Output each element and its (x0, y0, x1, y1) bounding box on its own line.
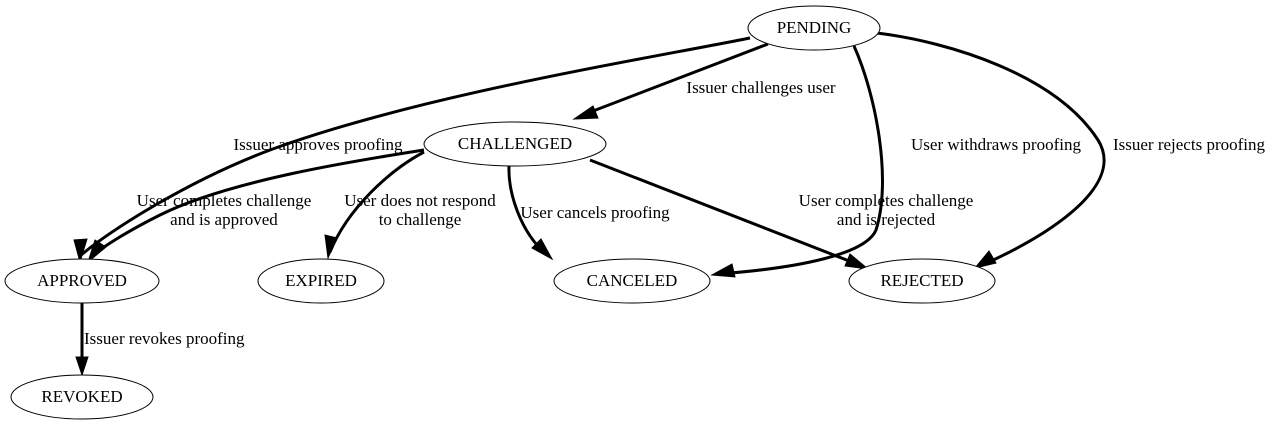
edges-layer: Issuer approves proofing Issuer challenge… (73, 31, 1266, 377)
edge-label-line: and is rejected (837, 210, 936, 229)
node-ellipse-challenged[interactable] (423, 121, 607, 167)
node-revoked[interactable]: REVOKED (10, 374, 154, 420)
edge-label-approved-revoked: Issuer revokes proofing (84, 329, 245, 348)
edge-arrowhead-pending-canceled (710, 263, 736, 278)
node-canceled[interactable]: CANCELED (553, 258, 711, 304)
edge-label-challenged-canceled: User cancels proofing (520, 203, 670, 222)
edge-arrowhead-challenged-rejected (844, 253, 870, 270)
edge-arrowhead-pending-challenged (572, 105, 599, 120)
edge-label-line: User completes challenge (137, 191, 312, 210)
node-ellipse-pending[interactable] (747, 5, 881, 51)
node-pending[interactable]: PENDING (747, 5, 881, 51)
node-label-canceled: CANCELED (587, 271, 678, 290)
edge-label-line: to challenge (379, 210, 462, 229)
edge-label-pending-rejected: Issuer rejects proofing (1113, 135, 1266, 154)
edge-label-pending-canceled: User withdraws proofing (911, 135, 1081, 154)
node-label-rejected: REJECTED (880, 271, 963, 290)
edge-pending-challenged: Issuer challenges user (572, 42, 836, 120)
edge-arrowhead-challenged-expired (324, 234, 338, 260)
node-rejected[interactable]: REJECTED (848, 258, 996, 304)
edge-label-line: Issuer revokes proofing (84, 329, 245, 348)
node-ellipse-rejected[interactable] (848, 258, 996, 304)
edge-label-line: Issuer challenges user (686, 78, 836, 97)
edge-label-pending-challenged: Issuer challenges user (686, 78, 836, 97)
edge-label-line: Issuer approves proofing (233, 135, 403, 154)
node-label-expired: EXPIRED (285, 271, 357, 290)
node-approved[interactable]: APPROVED (4, 258, 160, 304)
edge-pending-approved: Issuer approves proofing (73, 36, 751, 264)
edge-label-line: User does not respond (344, 191, 496, 210)
edge-line-pending-approved (79, 36, 751, 258)
edge-label-line: User completes challenge (799, 191, 974, 210)
edge-label-line: User cancels proofing (520, 203, 670, 222)
edge-arrowhead-challenged-canceled (531, 238, 554, 261)
edge-arrowhead-pending-rejected (973, 250, 997, 269)
node-label-revoked: REVOKED (41, 387, 122, 406)
node-ellipse-approved[interactable] (4, 258, 160, 304)
nodes-layer: PENDING CHALLENGED APPROVED EXPIRED CANCELED… (4, 5, 996, 420)
edge-label-pending-approved: Issuer approves proofing (233, 135, 403, 154)
node-ellipse-canceled[interactable] (553, 258, 711, 304)
node-ellipse-expired[interactable] (257, 258, 385, 304)
edge-pending-rejected: Issuer rejects proofing (876, 31, 1266, 269)
node-expired[interactable]: EXPIRED (257, 258, 385, 304)
edge-label-line: Issuer rejects proofing (1113, 135, 1266, 154)
edge-line-pending-rejected (876, 31, 1106, 268)
edge-pending-canceled: User withdraws proofing (710, 45, 1081, 278)
edge-line-challenged-rejected (589, 158, 863, 268)
edge-line-pending-canceled (717, 45, 884, 276)
node-ellipse-revoked[interactable] (10, 374, 154, 420)
edge-label-line: User withdraws proofing (911, 135, 1081, 154)
edge-line-pending-challenged (579, 42, 769, 118)
edge-line-challenged-approved (89, 148, 425, 259)
node-challenged[interactable]: CHALLENGED (423, 121, 607, 167)
edge-arrowhead-approved-revoked (75, 356, 89, 377)
edge-arrowhead-pending-approved (73, 238, 88, 264)
edge-challenged-canceled: User cancels proofing (507, 165, 670, 261)
edge-approved-revoked: Issuer revokes proofing (75, 303, 245, 377)
node-label-pending: PENDING (777, 18, 852, 37)
edge-arrowhead-challenged-approved (87, 239, 107, 264)
node-label-challenged: CHALLENGED (458, 134, 572, 153)
edge-label-line: and is approved (170, 210, 278, 229)
node-label-approved: APPROVED (37, 271, 127, 290)
